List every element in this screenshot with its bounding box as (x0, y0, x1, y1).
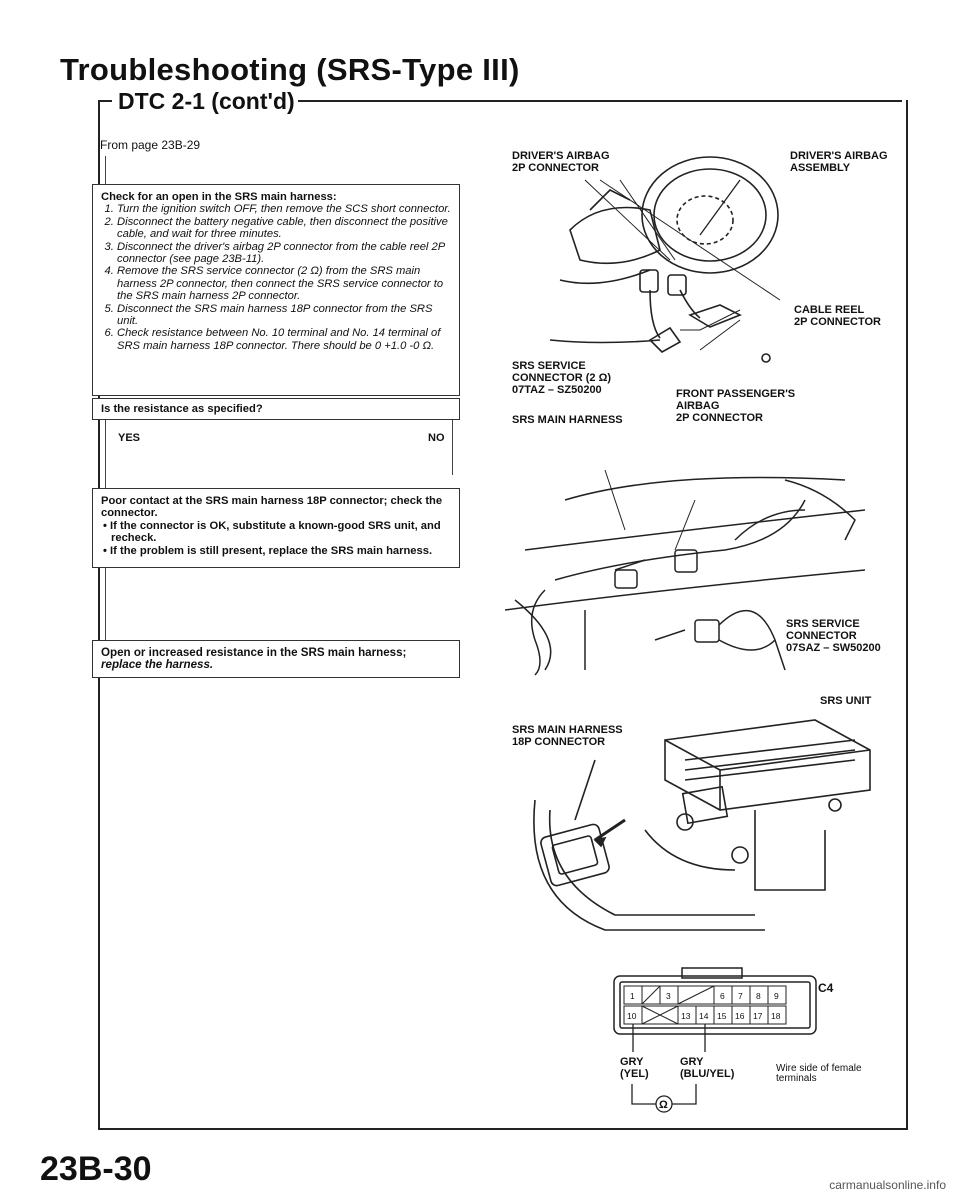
main-harness-wire (530, 589, 546, 676)
ohm-symbol: Ω (659, 1099, 668, 1111)
wire-color-left: GRY (YEL) (620, 1056, 649, 1080)
subtitle-rule-left (98, 100, 112, 102)
cable-reel-connector (688, 304, 742, 328)
label-cable-reel-2p: CABLE REEL 2P CONNECTOR (794, 304, 882, 328)
subtitle-rule-right (298, 100, 902, 102)
pin-3: 3 (666, 991, 671, 1001)
flow-line-yes (105, 600, 106, 640)
step-item: Check resistance between No. 10 terminal… (117, 327, 451, 352)
steering-wheel-illustration (549, 156, 781, 363)
label-srs-service-connector-2: SRS SERVICE CONNECTOR 07SAZ – SW50200 (786, 618, 881, 654)
connector-latch (681, 967, 743, 979)
no-result-heading: Poor contact at the SRS main harness 18P… (101, 495, 443, 520)
step-list: Turn the ignition switch OFF, then remov… (101, 203, 451, 352)
pin-15: 15 (717, 1011, 727, 1021)
srs-unit-illustration (533, 719, 871, 931)
page-number: 23B-30 (40, 1150, 152, 1188)
pin-14: 14 (699, 1011, 709, 1021)
question-box: Is the resistance as specified? (92, 398, 460, 420)
no-result-bullet: If the connector is OK, substitute a kno… (110, 520, 451, 545)
step-item: Disconnect the SRS main harness 18P conn… (117, 303, 451, 328)
label-front-passenger-airbag: FRONT PASSENGER'S AIRBAG 2P CONNECTOR (676, 388, 796, 424)
yes-result-line1: Open or increased resistance in the SRS … (101, 646, 407, 659)
passenger-airbag-connector (674, 549, 698, 573)
label-srs-service-connector-1: SRS SERVICE CONNECTOR (2 Ω) 07TAZ – SZ50… (512, 360, 612, 396)
pin-18: 18 (771, 1011, 781, 1021)
watermark: carmanualsonline.info (829, 1178, 946, 1192)
no-result-box: Poor contact at the SRS main harness 18P… (92, 488, 460, 568)
step-heading: Check for an open in the SRS main harnes… (101, 191, 337, 203)
check-step-box: Check for an open in the SRS main harnes… (92, 184, 460, 396)
airbag-2p-connector (639, 269, 659, 293)
harness-illustration (505, 469, 866, 676)
srs-18p-connector (540, 823, 610, 887)
pin-8: 8 (756, 991, 761, 1001)
wire-color-right: GRY (BLU/YEL) (680, 1056, 735, 1080)
pin-9: 9 (774, 991, 779, 1001)
srs-unit-body (664, 719, 871, 811)
question-text: Is the resistance as specified? (101, 403, 263, 415)
no-result-bullet: If the problem is still present, replace… (110, 545, 451, 557)
ohm-meter-circle (655, 1095, 673, 1113)
pin-6: 6 (720, 991, 725, 1001)
service-connector-2 (694, 619, 720, 643)
flow-line-top (105, 156, 106, 186)
section-subtitle: DTC 2-1 (cont'd) (118, 88, 295, 114)
step-item: Turn the ignition switch OFF, then remov… (117, 203, 451, 215)
yes-label: YES (118, 432, 141, 444)
yes-result-box: Open or increased resistance in the SRS … (92, 640, 460, 678)
step-item: Disconnect the driver's airbag 2P connec… (117, 241, 451, 266)
connector-outline (613, 975, 817, 1035)
service-connector-1 (648, 326, 682, 353)
pin-10: 10 (627, 1011, 637, 1021)
lower-harness (533, 799, 765, 931)
step-item: Remove the SRS service connector (2 Ω) f… (117, 265, 451, 302)
connector-id: C4 (818, 981, 834, 995)
connector-arrow (594, 818, 626, 842)
label-srs-main-harness: SRS MAIN HARNESS (512, 414, 623, 426)
label-drivers-airbag-assembly: DRIVER'S AIRBAG ASSEMBLY (790, 150, 888, 174)
c4-connector-face: 1 3 6 7 8 9 10 13 14 15 16 17 18 (613, 967, 817, 1052)
from-page-note: From page 23B-29 (100, 138, 201, 152)
connector-pin-grid (623, 985, 787, 1025)
step-item: Disconnect the battery negative cable, t… (117, 216, 451, 241)
content-frame (98, 100, 908, 1130)
no-result-bullets: If the connector is OK, substitute a kno… (101, 520, 451, 557)
pin-1: 1 (630, 991, 635, 1001)
pin-7: 7 (738, 991, 743, 1001)
label-srs-unit: SRS UNIT (820, 695, 872, 707)
label-drivers-airbag-2p: DRIVER'S AIRBAG 2P CONNECTOR (512, 150, 610, 174)
pin-16: 16 (735, 1011, 745, 1021)
no-label: NO (428, 432, 445, 444)
ohmmeter-symbol: Ω (631, 1084, 697, 1113)
yes-result-line2: replace the harness. (101, 658, 214, 672)
connector-note: Wire side of female terminals (776, 1063, 862, 1084)
flow-line-right (452, 420, 453, 475)
steering-wheel-rim (641, 156, 779, 274)
page-title: Troubleshooting (SRS-Type III) (60, 52, 520, 87)
airbag-module-outline (676, 195, 734, 245)
label-srs-main-harness-18p: SRS MAIN HARNESS 18P CONNECTOR (512, 724, 623, 748)
pin-13: 13 (681, 1011, 691, 1021)
pin-17: 17 (753, 1011, 763, 1021)
